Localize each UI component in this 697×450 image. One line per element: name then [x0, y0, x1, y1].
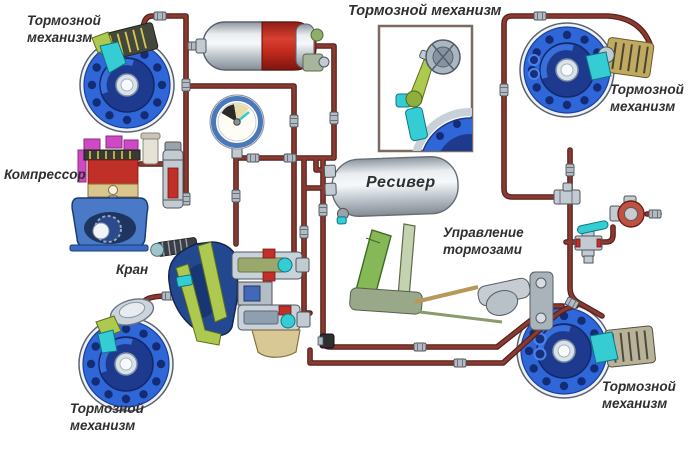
label-brake-mechanism-inset: Тормозной механизм: [348, 3, 502, 19]
pipe-fittings: [153, 11, 662, 368]
compressor-unit: [69, 135, 149, 252]
label-line: Тормозной: [602, 379, 676, 394]
brake-chamber-top-left: [91, 22, 159, 74]
receiver-tank: [323, 156, 459, 225]
elbow-fitting: [317, 333, 335, 349]
shoe-pins: [528, 54, 547, 361]
label-line: Тормозной: [610, 82, 684, 97]
label-line: механизм: [602, 395, 668, 411]
label-valve: Кран: [116, 262, 149, 277]
brake-chamber-bottom-left: [95, 298, 155, 354]
label-compressor: Компрессор: [4, 167, 86, 182]
label-brake-control: Управление тормозами: [443, 225, 524, 258]
label-brake-mechanism-top-left: Тормозной механизм: [27, 13, 101, 46]
brake-drum-bottom-left: [79, 317, 173, 411]
label-line: Управление: [443, 225, 524, 240]
brake-valve: [150, 237, 311, 358]
brake-control-linkage: [349, 223, 554, 331]
label-line: Тормозной: [70, 401, 144, 416]
label-brake-mechanism-bottom-right: Тормозной механизм: [602, 379, 676, 412]
label-brake-mechanism-bottom-left: Тормозной механизм: [70, 401, 144, 434]
label-brake-mechanism-top-right: Тормозной механизм: [610, 82, 684, 115]
line-tee-fitting: [553, 182, 581, 205]
label-line: механизм: [70, 417, 136, 433]
air-intake-filter: [140, 132, 161, 165]
brake-chamber-top-right: [585, 37, 655, 81]
label-receiver: Ресивер: [366, 174, 436, 191]
pressure-gauge: [209, 94, 265, 159]
shutoff-valve: [574, 220, 609, 264]
label-line: тормозами: [443, 241, 523, 257]
pressure-regulator: [162, 141, 184, 209]
label-line: механизм: [27, 29, 93, 45]
brake-mechanism-inset: [377, 24, 474, 153]
coupling-head: [609, 195, 645, 228]
label-line: Тормозной: [27, 13, 101, 28]
brake-chamber-bottom-right: [589, 325, 656, 368]
label-line: механизм: [610, 98, 676, 114]
air-cylinder-tank: [195, 21, 330, 72]
